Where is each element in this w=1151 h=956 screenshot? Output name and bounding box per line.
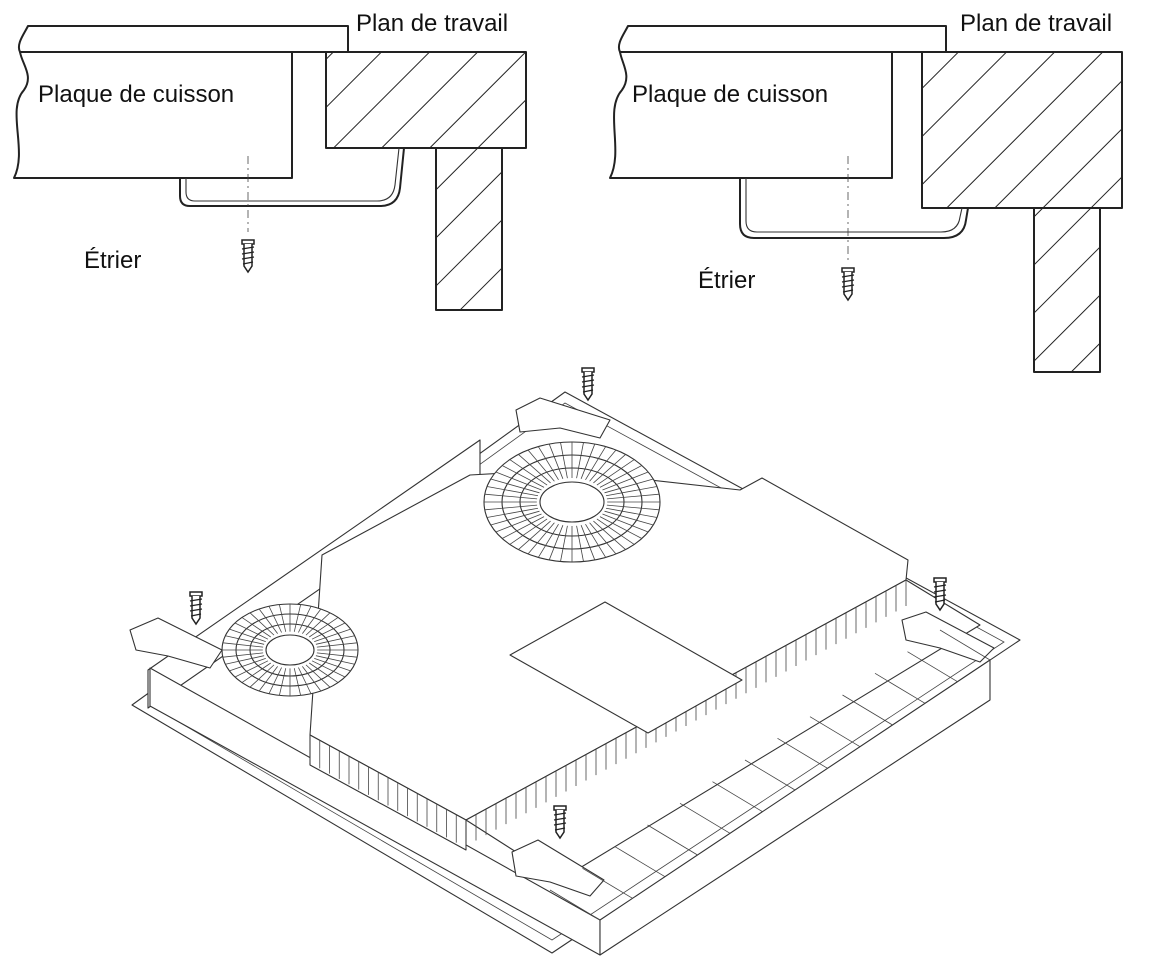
mount-bracket-bottom — [511, 839, 605, 897]
fan-top — [483, 441, 661, 563]
worktop-label-right: Plan de travail — [960, 10, 1112, 37]
hob-label-right: Plaque de cuisson — [632, 81, 828, 108]
screw-icon — [241, 239, 255, 273]
screw-icon — [581, 367, 595, 401]
glass-top-left — [18, 25, 349, 53]
bracket-right — [739, 177, 969, 239]
mount-bracket-top — [515, 397, 611, 439]
screw-icon — [189, 591, 203, 625]
grid-compartment — [509, 601, 743, 734]
cabinet-side-left — [435, 147, 503, 311]
glass-top-right — [618, 25, 947, 53]
worktop-right — [921, 51, 1123, 209]
fan-left — [221, 603, 359, 697]
cabinet-side-right — [1033, 207, 1101, 373]
bracket-left — [179, 147, 405, 207]
cooling-fins-right — [465, 579, 981, 881]
hob-body-right — [609, 51, 893, 179]
bracket-label-right: Étrier — [698, 267, 755, 294]
hob-body-left — [13, 51, 293, 179]
hob-isometric — [129, 367, 1021, 956]
worktop-left — [325, 51, 527, 149]
mount-bracket-right — [901, 611, 995, 663]
hob-label-left: Plaque de cuisson — [38, 81, 234, 108]
screw-icon — [841, 267, 855, 301]
detail-right: Plan de travail Plaque de cuisson Étrier — [609, 10, 1123, 373]
bracket-label-left: Étrier — [84, 247, 141, 274]
cooling-fins-left — [309, 734, 467, 851]
detail-left: Plan de travail Plaque de cuisson Étrier — [13, 10, 527, 311]
mount-bracket-left — [129, 617, 223, 669]
worktop-label-left: Plan de travail — [356, 10, 508, 37]
